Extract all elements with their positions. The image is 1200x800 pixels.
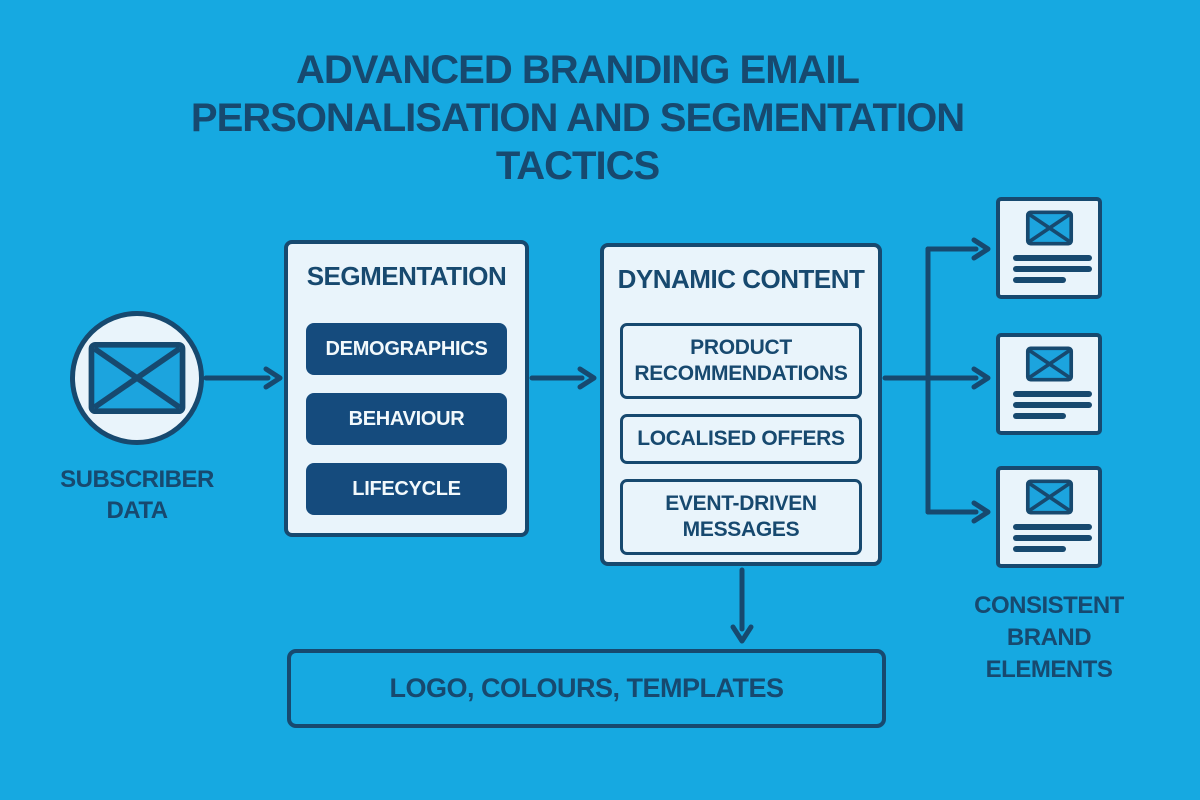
consistent-brand-elements-label: CONSISTENT BRAND ELEMENTS	[974, 592, 1124, 683]
text-line	[1013, 391, 1092, 397]
text-line	[1013, 524, 1092, 530]
segmentation-panel: SEGMENTATION DEMOGRAPHICS BEHAVIOUR LIFE…	[284, 240, 529, 537]
subscriber-data-node	[70, 311, 204, 445]
dynamic-item-event-driven-messages: EVENT-DRIVEN MESSAGES	[620, 479, 862, 555]
segmentation-item-demographics: DEMOGRAPHICS	[306, 323, 507, 375]
page-title-line-3: TACTICS	[495, 144, 660, 188]
page-title-line-2: PERSONALISATION AND SEGMENTATION	[190, 96, 965, 140]
text-line	[1013, 535, 1092, 541]
envelope-icon	[1025, 210, 1073, 246]
page-title-line-1: ADVANCED BRANDING EMAIL	[296, 48, 860, 92]
dynamic-item-product-recommendations: PRODUCT RECOMMENDATIONS	[620, 323, 862, 399]
email-card	[996, 333, 1102, 435]
arrow-head	[971, 237, 991, 261]
dynamic-item-localised-offers: LOCALISED OFFERS	[620, 414, 862, 464]
text-lines	[1000, 255, 1098, 283]
segmentation-item-lifecycle: LIFECYCLE	[306, 463, 507, 515]
text-lines	[1000, 391, 1098, 419]
dynamic-content-panel: DYNAMIC CONTENT PRODUCT RECOMMENDATIONS …	[600, 243, 882, 566]
page-title: ADVANCED BRANDING EMAIL PERSONALISATION …	[0, 46, 1155, 190]
envelope-icon	[88, 341, 186, 415]
foundation-label: LOGO, COLOURS, TEMPLATES	[389, 673, 784, 703]
arrow-head	[730, 624, 754, 644]
text-line	[1013, 402, 1092, 408]
text-line	[1013, 277, 1066, 283]
dynamic-content-title: DYNAMIC CONTENT	[617, 264, 865, 294]
segmentation-item-behaviour: BEHAVIOUR	[306, 393, 507, 445]
foundation-box: LOGO, COLOURS, TEMPLATES	[287, 649, 886, 728]
text-lines	[1000, 524, 1098, 552]
arrow-head	[971, 500, 991, 524]
email-card	[996, 466, 1102, 568]
arrow-head	[971, 366, 991, 390]
arrow-head	[263, 366, 283, 390]
envelope-icon	[1025, 479, 1073, 515]
text-line	[1013, 266, 1092, 272]
text-line	[1013, 413, 1066, 419]
subscriber-data-label: SUBSCRIBER DATA	[60, 466, 214, 524]
arrow-head	[577, 366, 597, 390]
email-card	[996, 197, 1102, 299]
envelope-icon	[1025, 346, 1073, 382]
text-line	[1013, 546, 1066, 552]
text-line	[1013, 255, 1092, 261]
segmentation-title: SEGMENTATION	[306, 261, 507, 291]
